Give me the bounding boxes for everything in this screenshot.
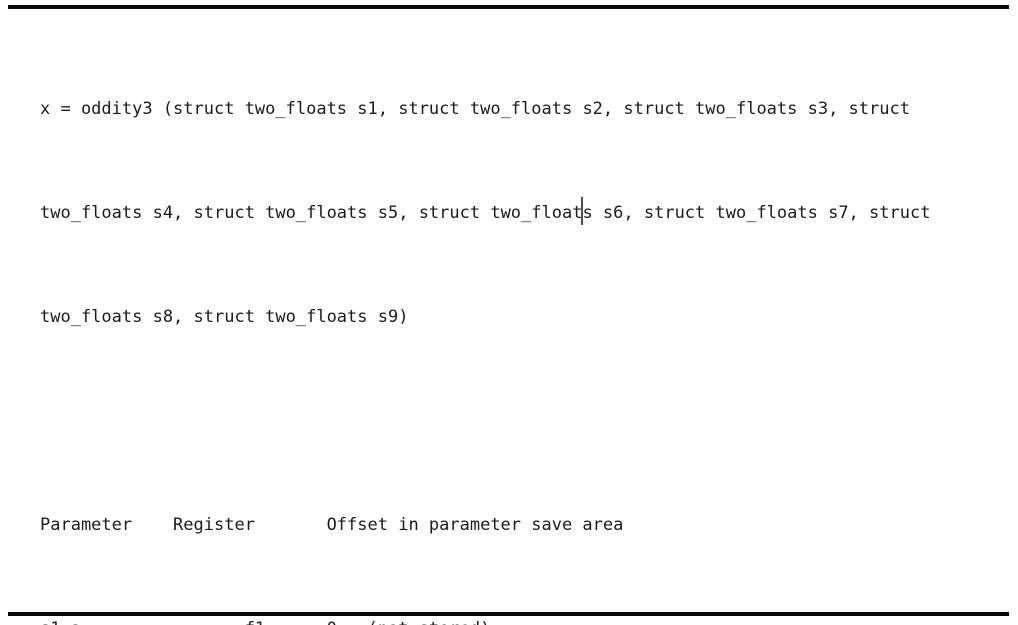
text-cursor [581, 197, 584, 225]
figure-text-area[interactable]: x = oddity3 (struct two_floats s1, struc… [40, 18, 1018, 625]
blank-line [40, 408, 1018, 434]
code-text: x = oddity3 (struct two_floats s1, struc… [40, 99, 910, 119]
top-rule [8, 5, 1009, 9]
code-text: two_floats s8, struct two_floats s9) [40, 307, 409, 327]
offset-column-header: Offset in parameter save area [326, 515, 624, 535]
parameter-column-header: Parameter [40, 515, 133, 535]
table-header-row: Parameter Register Offset in parameter sav… [40, 512, 1018, 538]
code-line-1[interactable]: x = oddity3 (struct two_floats s1, struc… [40, 96, 1018, 122]
code-line-3[interactable]: two_floats s8, struct two_floats s9) [40, 304, 1018, 330]
code-text: two_floats s4, struct two_floats s5, str… [40, 203, 583, 223]
register-column-header: Register [173, 515, 255, 535]
code-line-2[interactable]: two_floats s4, struct two_floats s5, str… [40, 197, 1018, 226]
note-cell: (not stored) [368, 616, 491, 625]
table-row: s1.af10 (not stored) [40, 616, 1018, 625]
register-cell: f1 [245, 616, 327, 625]
bottom-rule [8, 612, 1009, 616]
offset-cell: 0 [327, 616, 368, 625]
code-text: s s6, struct two_floats s7, struct [582, 203, 931, 223]
parameter-cell: s1.a [40, 616, 245, 625]
